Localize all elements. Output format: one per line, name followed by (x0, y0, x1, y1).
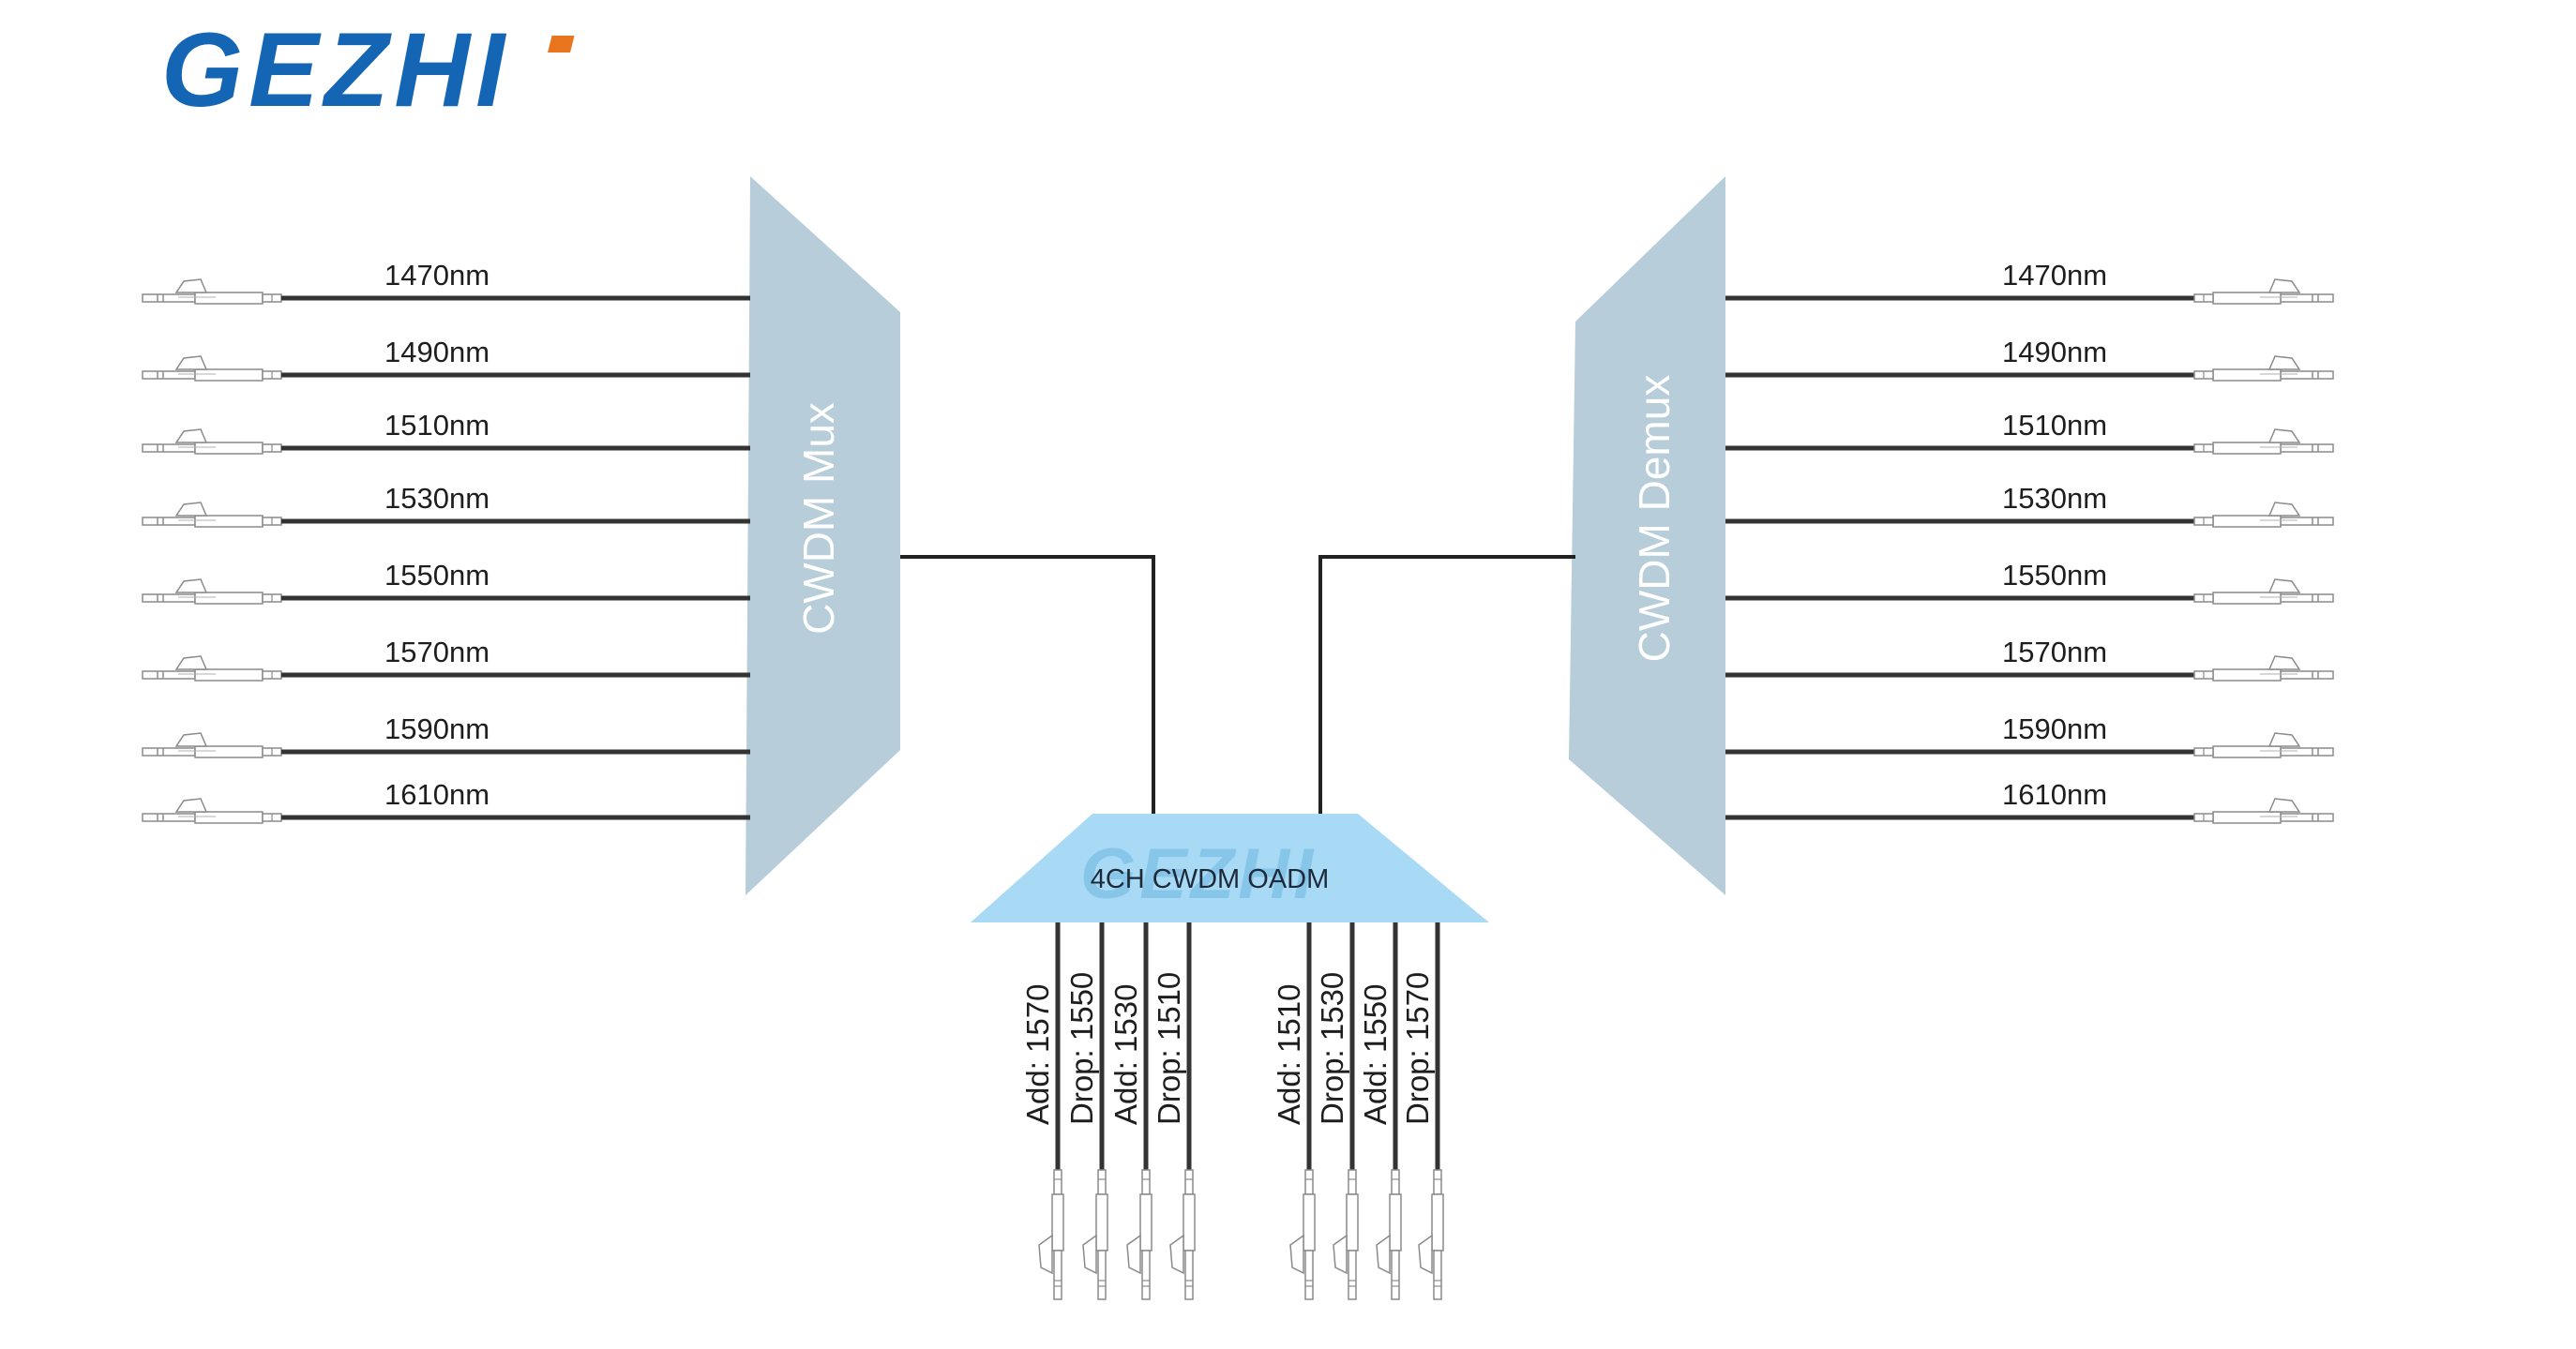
wavelength-label-in-1610nm: 1610nm (384, 778, 490, 811)
oadm-label: 4CH CWDM OADM (1091, 864, 1330, 894)
port-label-drop-1550: Drop: 1550 (1064, 972, 1099, 1125)
wavelength-label-in-1530nm: 1530nm (384, 482, 490, 515)
wavelength-label-in-1590nm: 1590nm (384, 712, 490, 745)
oadm-add-drop-ports: Add: 1570 Drop: 1550 Add: 1530 Drop: 1510 Ad… (1020, 922, 1444, 1300)
lc-connector-icon (142, 578, 282, 605)
lc-connector-icon (1376, 1169, 1402, 1300)
lc-connector-icon (2193, 278, 2334, 305)
lc-connector-icon (2193, 655, 2334, 682)
oadm-to-demux-fiber (1318, 555, 1575, 816)
lc-connector-icon (1082, 1169, 1108, 1300)
mux-to-oadm-fiber (900, 555, 1155, 816)
wavelength-label-out-1470nm: 1470nm (2002, 259, 2107, 292)
wavelength-label-out-1490nm: 1490nm (2002, 336, 2107, 368)
lc-connector-icon (1038, 1169, 1064, 1300)
wavelength-label-out-1570nm: 1570nm (2002, 636, 2107, 668)
lc-connector-icon (142, 355, 282, 382)
cwdm-mux-block (746, 176, 900, 895)
oadm-watermark-logo: GEZHI (1080, 834, 1317, 914)
port-label-add-1570: Add: 1570 (1020, 984, 1055, 1125)
wavelength-label-out-1590nm: 1590nm (2002, 712, 2107, 745)
wavelength-label-in-1550nm: 1550nm (384, 559, 490, 592)
cwdm-mux-label: CWDM Mux (794, 402, 843, 635)
lc-connector-icon (142, 732, 282, 758)
wavelength-label-out-1610nm: 1610nm (2002, 778, 2107, 811)
lc-connector-icon (142, 502, 282, 528)
port-label-add-1530: Add: 1530 (1108, 984, 1143, 1125)
demux-output-channels: 1470nm 1490nm 1510nm 1530nm 1550nm 1570nm 1590… (1725, 259, 2334, 824)
mux-input-channels: 1470nm 1490nm 1510nm 1530nm 1550nm 1570nm 1590… (142, 259, 750, 824)
lc-connector-icon (2193, 732, 2334, 758)
lc-connector-icon (1169, 1169, 1196, 1300)
logo-text: GEZHI (161, 11, 510, 128)
lc-connector-icon (1289, 1169, 1316, 1300)
port-label-add-1510: Add: 1510 (1272, 984, 1306, 1125)
lc-connector-icon (2193, 578, 2334, 605)
wavelength-label-out-1510nm: 1510nm (2002, 409, 2107, 442)
lc-connector-icon (1126, 1169, 1152, 1300)
port-label-drop-1510: Drop: 1510 (1152, 972, 1186, 1125)
lc-connector-icon (1418, 1169, 1444, 1300)
cwdm-demux-label: CWDM Demux (1630, 375, 1679, 663)
lc-connector-icon (142, 798, 282, 824)
port-label-drop-1570: Drop: 1570 (1400, 972, 1435, 1125)
lc-connector-icon (2193, 428, 2334, 455)
lc-connector-icon (1333, 1169, 1359, 1300)
gezhi-logo: GEZHI (161, 11, 575, 128)
port-label-drop-1530: Drop: 1530 (1315, 972, 1349, 1125)
wavelength-label-in-1490nm: 1490nm (384, 336, 490, 368)
logo-accent-dot (548, 36, 575, 52)
wavelength-label-in-1470nm: 1470nm (384, 259, 490, 292)
lc-connector-icon (142, 278, 282, 305)
oadm-block (971, 814, 1489, 922)
cwdm-demux-block (1569, 176, 1725, 895)
lc-connector-icon (2193, 502, 2334, 528)
wavelength-label-out-1550nm: 1550nm (2002, 559, 2107, 592)
lc-connector-icon (142, 655, 282, 682)
port-label-add-1550: Add: 1550 (1358, 984, 1393, 1125)
lc-connector-icon (142, 428, 282, 455)
wavelength-label-out-1530nm: 1530nm (2002, 482, 2107, 515)
wavelength-label-in-1510nm: 1510nm (384, 409, 490, 442)
wavelength-label-in-1570nm: 1570nm (384, 636, 490, 668)
lc-connector-icon (2193, 355, 2334, 382)
lc-connector-icon (2193, 798, 2334, 824)
